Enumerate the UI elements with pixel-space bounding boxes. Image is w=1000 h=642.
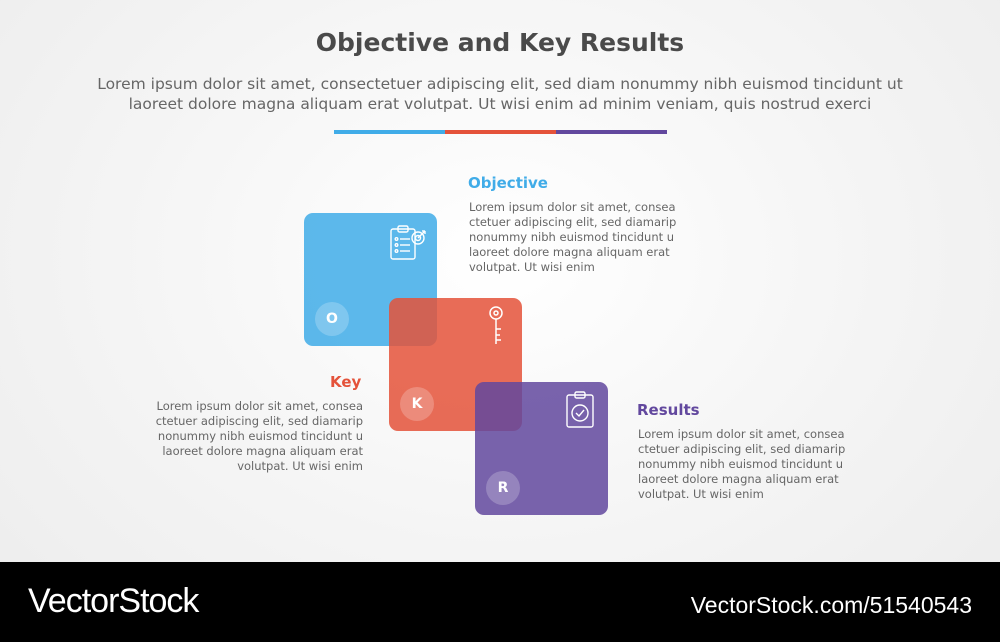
divider-bar-objective bbox=[334, 130, 445, 134]
page-title: Objective and Key Results bbox=[315, 28, 685, 57]
objective-heading: Objective bbox=[468, 174, 548, 192]
objective-letter-badge: O bbox=[315, 302, 349, 336]
divider-bar-results bbox=[556, 130, 667, 134]
results-description: Lorem ipsum dolor sit amet, consea ctetu… bbox=[638, 427, 846, 501]
footer-url: VectorStock.com/51540543 bbox=[690, 592, 972, 618]
key-icon bbox=[489, 306, 503, 344]
results-card: R bbox=[475, 382, 608, 515]
key-description: Lorem ipsum dolor sit amet, consea ctetu… bbox=[155, 399, 363, 473]
footer-logo: VectorStock bbox=[28, 582, 199, 620]
objective-description: Lorem ipsum dolor sit amet, consea ctetu… bbox=[469, 200, 677, 274]
key-heading: Key bbox=[330, 373, 362, 391]
clipboard-target-icon bbox=[390, 225, 426, 260]
results-letter-badge: R bbox=[486, 471, 520, 505]
watermark-footer: VectorStock VectorStock.com/51540543 bbox=[0, 562, 1000, 642]
divider-bar-key bbox=[445, 130, 556, 134]
infographic: Objective and Key Results Lorem ipsum do… bbox=[97, 28, 903, 515]
clipboard-check-icon bbox=[566, 391, 594, 428]
results-heading: Results bbox=[637, 401, 700, 419]
page-subtitle: Lorem ipsum dolor sit amet, consectetuer… bbox=[97, 75, 903, 113]
key-letter-badge: K bbox=[400, 387, 434, 421]
objective-card: O bbox=[304, 213, 437, 346]
